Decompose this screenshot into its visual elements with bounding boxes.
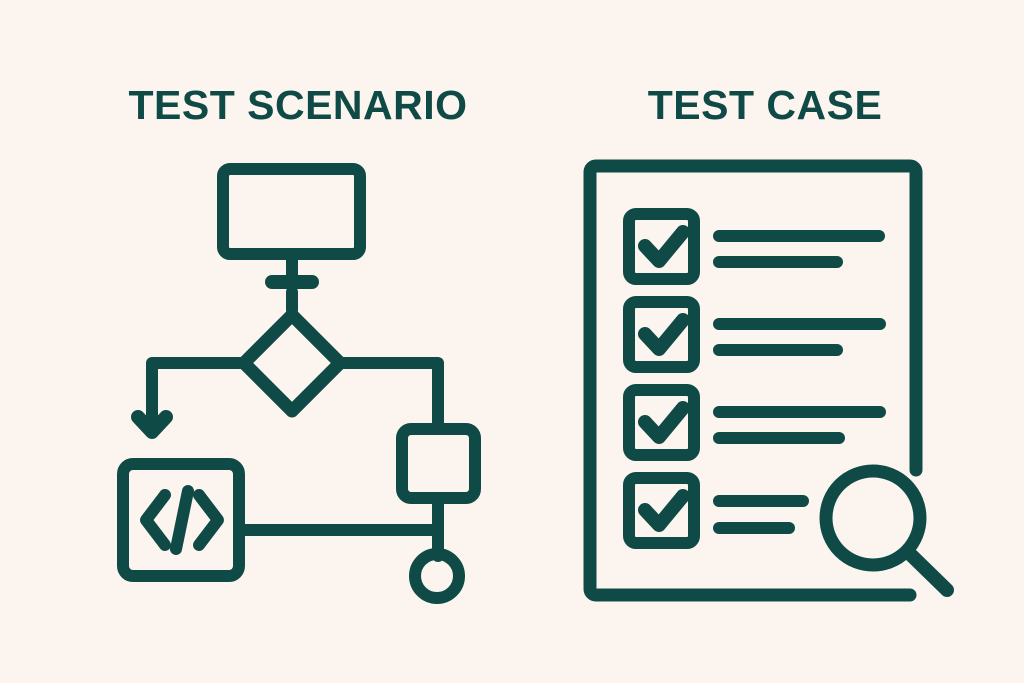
panel-test-case: TEST CASE xyxy=(512,0,1024,683)
page-title-test-scenario: TEST SCENARIO xyxy=(128,82,468,128)
page-title-test-case: TEST CASE xyxy=(647,82,883,128)
panel-test-scenario: TEST SCENARIO xyxy=(128,82,467,128)
